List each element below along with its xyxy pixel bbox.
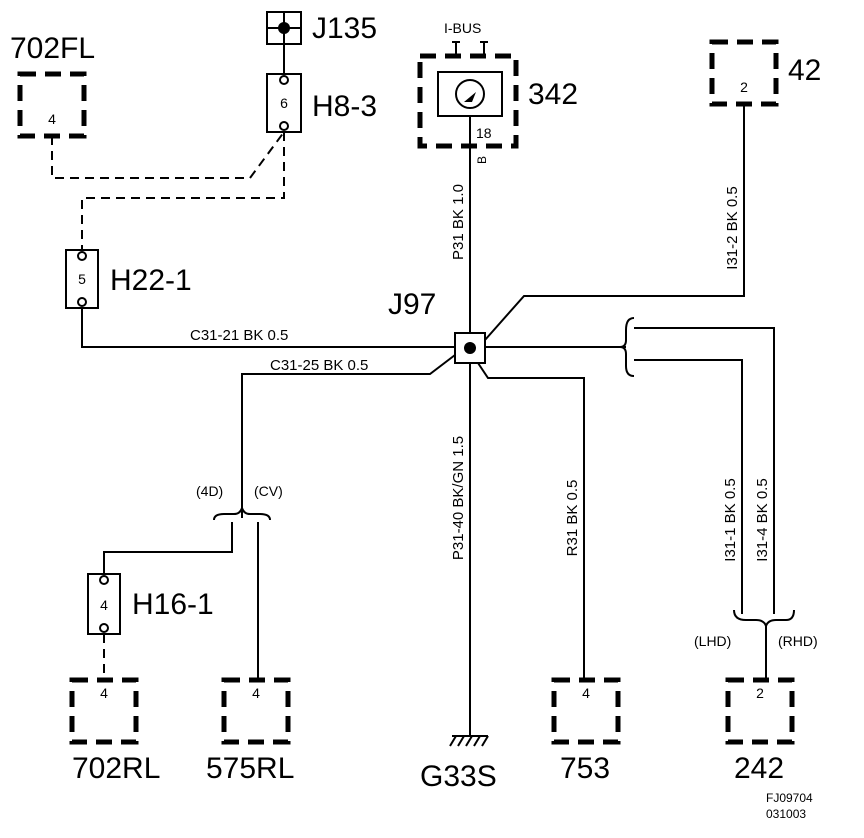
wire-c31-25 xyxy=(241,354,456,518)
h8-3-pin: 6 xyxy=(280,95,288,111)
h8-3-connector xyxy=(266,73,302,133)
h16-1-label: H16-1 xyxy=(132,588,214,621)
g33s-label: G33S xyxy=(420,760,497,793)
variant-lhd: (LHD) xyxy=(694,633,731,649)
h22-1-pin: 5 xyxy=(78,271,86,287)
variant-brace-right xyxy=(619,317,635,377)
wire-i31-1 xyxy=(634,359,743,614)
wire-c31-21 xyxy=(81,308,455,348)
c702rl-pin: 4 xyxy=(100,685,108,701)
ibus-label: I-BUS xyxy=(444,20,481,36)
wire-4d xyxy=(103,522,233,574)
c753-connector xyxy=(551,677,621,745)
wire-i31-2-label: I31-2 BK 0.5 xyxy=(724,186,741,269)
wire-c31-21-label: C31-21 BK 0.5 xyxy=(190,327,288,344)
wire-r31 xyxy=(477,362,585,680)
wire-c31-25-label: C31-25 BK 0.5 xyxy=(270,357,368,374)
dashed-wire-h8-3-h22-1 xyxy=(81,132,285,250)
c575rl-pin: 4 xyxy=(252,685,260,701)
c342-label: 342 xyxy=(528,78,578,111)
c702fl-label: 702FL xyxy=(10,32,95,65)
wire-i31-4-label: I31-4 BK 0.5 xyxy=(754,478,771,561)
variant-rhd: (RHD) xyxy=(778,633,818,649)
j97-label: J97 xyxy=(388,288,436,321)
c42-pin: 2 xyxy=(740,79,748,95)
c702rl-connector xyxy=(69,677,139,745)
c702fl-pin: 4 xyxy=(48,111,56,127)
dashed-wire-702fl-h8-3 xyxy=(51,131,285,179)
h22-1-label: H22-1 xyxy=(110,264,192,297)
c242-label: 242 xyxy=(734,752,784,785)
wire-i31-4 xyxy=(634,327,775,614)
h8-3-label: H8-3 xyxy=(312,90,377,123)
ground-icon xyxy=(449,735,489,747)
j97-splice xyxy=(454,332,486,364)
wire-p31-label: P31 BK 1.0 xyxy=(450,184,467,260)
wire-i31-2 xyxy=(484,104,745,341)
c702rl-label: 702RL xyxy=(72,752,160,785)
variant-4d: (4D) xyxy=(196,483,223,499)
h22-1-connector xyxy=(65,249,99,309)
variant-cv: (CV) xyxy=(254,483,283,499)
c342-pin: 18 xyxy=(476,125,492,141)
drawing-date: 031003 xyxy=(766,807,806,821)
c242-pin: 2 xyxy=(756,685,764,701)
h16-1-pin: 4 xyxy=(100,597,108,613)
variant-brace-4d-cv xyxy=(213,504,271,521)
c342-connector xyxy=(417,53,519,149)
c753-pin: 4 xyxy=(582,685,590,701)
wire-p31-40-label: P31-40 BK/GN 1.5 xyxy=(450,436,467,560)
wire-r31-label: R31 BK 0.5 xyxy=(564,480,581,557)
c42-label: 42 xyxy=(788,54,821,87)
c575rl-label: 575RL xyxy=(206,752,294,785)
j135-label: J135 xyxy=(312,12,377,45)
c342-sensor-icon xyxy=(455,79,485,109)
j135-splice xyxy=(266,11,302,74)
c753-label: 753 xyxy=(560,752,610,785)
c242-connector xyxy=(725,677,795,745)
wire-i31-1-label: I31-1 BK 0.5 xyxy=(722,478,739,561)
drawing-code: FJ09704 xyxy=(766,791,813,805)
c342-pin-b: B xyxy=(475,156,489,164)
c575rl-connector xyxy=(221,677,291,745)
